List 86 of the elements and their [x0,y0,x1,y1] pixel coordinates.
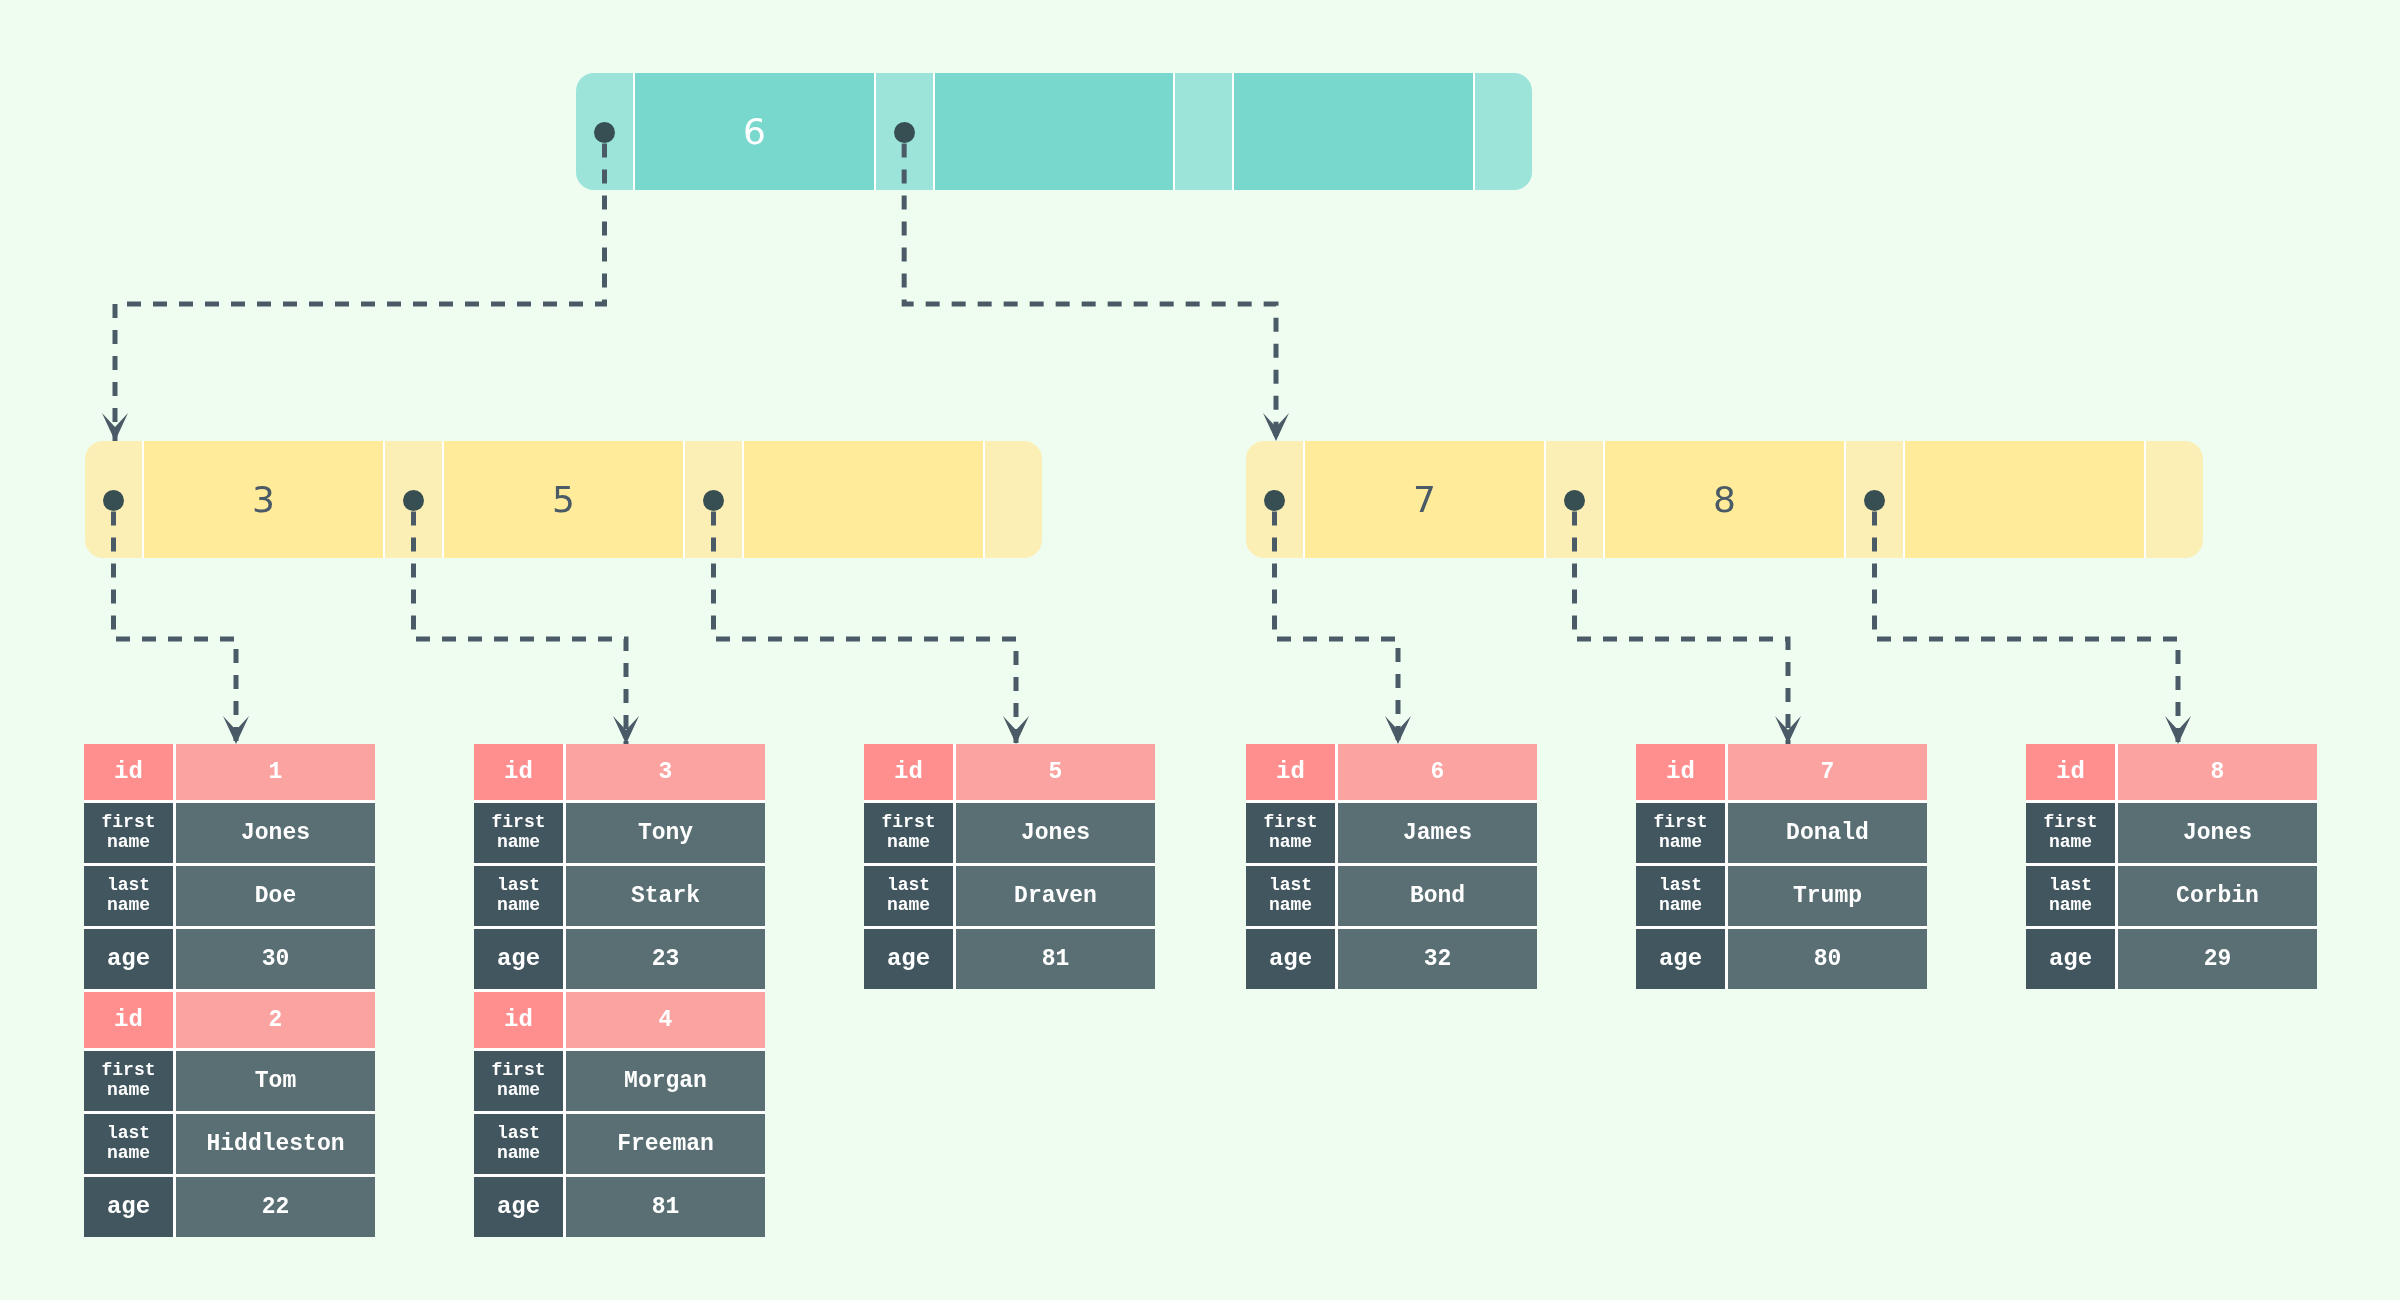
field-name-cell: first name [864,803,953,863]
field-value-cell: 23 [566,929,765,989]
record-table [864,744,1155,989]
field-value-cell: 29 [2118,929,2317,989]
field-value-cell: Jones [956,803,1155,863]
field-value-cell: Jones [2118,803,2317,863]
field-value-cell: 6 [1338,744,1537,800]
field-value-cell: 80 [1728,929,1927,989]
field-name-cell: last name [474,866,563,926]
field-name-cell: last name [1246,866,1335,926]
index-node [1246,441,2203,558]
field-name-cell: first name [2026,803,2115,863]
field-name-cell: id [2026,744,2115,800]
field-name-cell: id [84,992,173,1048]
field-name-cell: id [1246,744,1335,800]
field-value-cell: 7 [1728,744,1927,800]
field-name-cell: id [474,992,563,1048]
field-value-cell: 5 [956,744,1155,800]
field-name-cell: first name [474,1051,563,1111]
field-name-cell: age [1246,929,1335,989]
index-node [576,73,1532,190]
record-table [2026,744,2317,989]
field-value-cell: Trump [1728,866,1927,926]
field-value-cell: 30 [176,929,375,989]
dashed-arrow [102,143,607,441]
key-cell: 5 [442,441,685,558]
field-value-cell: Stark [566,866,765,926]
key-cell: 7 [1303,441,1546,558]
field-value-cell: Bond [1338,866,1537,926]
dashed-arrow [1272,511,1411,744]
field-value-cell: 22 [176,1177,375,1237]
record-table [474,744,765,1237]
field-value-cell: 81 [566,1177,765,1237]
key-cell: 3 [142,441,385,558]
field-name-cell: age [84,929,173,989]
field-name-cell: last name [474,1114,563,1174]
key-cell: 6 [633,73,876,190]
field-value-cell: Doe [176,866,375,926]
field-value-cell: Corbin [2118,866,2317,926]
dashed-arrow [111,511,249,744]
record-table [1246,744,1537,989]
field-value-cell: 81 [956,929,1155,989]
field-value-cell: 32 [1338,929,1537,989]
field-value-cell: Donald [1728,803,1927,863]
field-name-cell: first name [1246,803,1335,863]
dashed-arrow [901,143,1289,441]
field-name-cell: age [474,1177,563,1237]
key-cell: 8 [1603,441,1846,558]
field-value-cell: Jones [176,803,375,863]
field-name-cell: last name [864,866,953,926]
field-value-cell: Freeman [566,1114,765,1174]
dashed-arrow [711,511,1029,744]
field-name-cell: last name [84,866,173,926]
field-value-cell: Tony [566,803,765,863]
record-table [84,744,375,1237]
index-node [85,441,1042,558]
field-value-cell: Hiddleston [176,1114,375,1174]
field-name-cell: age [1636,929,1725,989]
field-value-cell: Tom [176,1051,375,1111]
field-value-cell: 8 [2118,744,2317,800]
field-value-cell: James [1338,803,1537,863]
field-value-cell: Draven [956,866,1155,926]
record-table [1636,744,1927,989]
field-name-cell: id [84,744,173,800]
field-value-cell: 1 [176,744,375,800]
field-value-cell: 2 [176,992,375,1048]
field-name-cell: last name [2026,866,2115,926]
dashed-arrow [411,511,639,744]
field-name-cell: id [1636,744,1725,800]
field-name-cell: age [2026,929,2115,989]
dashed-arrow [1872,511,2191,744]
field-name-cell: age [84,1177,173,1237]
field-value-cell: Morgan [566,1051,765,1111]
field-name-cell: first name [474,803,563,863]
field-name-cell: id [474,744,563,800]
field-name-cell: first name [84,1051,173,1111]
field-name-cell: first name [1636,803,1725,863]
field-name-cell: first name [84,803,173,863]
dashed-arrow [1572,511,1801,744]
field-name-cell: age [474,929,563,989]
field-name-cell: age [864,929,953,989]
field-name-cell: last name [1636,866,1725,926]
field-name-cell: id [864,744,953,800]
field-value-cell: 4 [566,992,765,1048]
field-value-cell: 3 [566,744,765,800]
field-name-cell: last name [84,1114,173,1174]
